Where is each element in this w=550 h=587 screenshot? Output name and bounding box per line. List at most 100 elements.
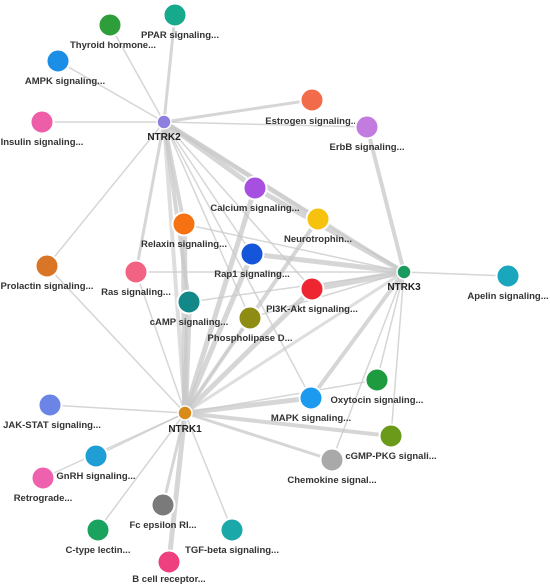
pathway-node-fcepsilon[interactable]: Fc epsilon RI... bbox=[129, 492, 197, 532]
pathway-node-cgmp[interactable]: cGMP-PKG signali... bbox=[345, 423, 437, 463]
pathway-label: Oxytocin signaling... bbox=[331, 395, 424, 406]
hub-label: NTRK1 bbox=[168, 424, 202, 435]
hub-node-ntrk2[interactable]: NTRK2 bbox=[147, 114, 181, 143]
hub-label: NTRK2 bbox=[147, 132, 181, 143]
edge-ntrk3-erbb bbox=[365, 126, 406, 273]
pathway-circle[interactable] bbox=[319, 447, 345, 473]
pathway-circle[interactable] bbox=[97, 12, 123, 38]
edge-ntrk3-apelin bbox=[403, 271, 509, 277]
pathway-node-ppar[interactable]: PPAR signaling... bbox=[141, 2, 219, 42]
pathway-circle[interactable] bbox=[354, 114, 380, 140]
edge-ntrk1-pi3k bbox=[183, 287, 314, 415]
pathway-node-chemokine[interactable]: Chemokine signal... bbox=[287, 447, 377, 487]
pathway-circle[interactable] bbox=[29, 109, 55, 135]
hub-circle[interactable] bbox=[156, 114, 172, 130]
edge-ntrk1-retrograde bbox=[42, 412, 186, 479]
edge-ntrk1-jakstat bbox=[49, 404, 186, 414]
pathway-node-neurotrophin[interactable]: Neurotrophin... bbox=[284, 206, 352, 246]
pathway-node-ras[interactable]: Ras signaling... bbox=[101, 259, 171, 299]
hub-node-ntrk3[interactable]: NTRK3 bbox=[387, 264, 421, 293]
pathway-label: Chemokine signal... bbox=[287, 475, 376, 486]
pathway-label: Phospholipase D... bbox=[208, 333, 293, 344]
pathway-circle[interactable] bbox=[34, 253, 60, 279]
edge-ntrk2-ntrk1 bbox=[162, 121, 187, 414]
edge-ntrk1-rap1 bbox=[182, 253, 255, 414]
edge-ntrk2-ras bbox=[134, 121, 166, 273]
pathway-label: PPAR signaling... bbox=[141, 30, 219, 41]
pathway-node-oxytocin[interactable]: Oxytocin signaling... bbox=[331, 367, 424, 407]
edge-ntrk1-tgfbeta bbox=[184, 412, 233, 531]
pathway-label: ErbB signaling... bbox=[330, 142, 405, 153]
pathway-circle[interactable] bbox=[45, 48, 71, 74]
pathway-node-pi3k[interactable]: PI3K-Akt signaling... bbox=[266, 276, 358, 316]
pathway-label: AMPK signaling... bbox=[25, 76, 105, 87]
pathway-label: Estrogen signaling... bbox=[265, 116, 358, 127]
pathway-node-mapk[interactable]: MAPK signaling... bbox=[271, 385, 351, 425]
pathway-label: B cell receptor... bbox=[132, 574, 205, 585]
edge-ntrk3-camp bbox=[188, 271, 405, 303]
pathway-circle[interactable] bbox=[239, 241, 265, 267]
hub-circle[interactable] bbox=[177, 405, 193, 421]
pathway-circle[interactable] bbox=[219, 517, 245, 543]
hub-circle[interactable] bbox=[396, 264, 412, 280]
pathway-label: Prolactin signaling... bbox=[1, 281, 94, 292]
pathway-circle[interactable] bbox=[150, 492, 176, 518]
pathway-circle[interactable] bbox=[162, 2, 188, 28]
pathway-circle[interactable] bbox=[176, 289, 202, 315]
pathway-circle[interactable] bbox=[85, 517, 111, 543]
pathway-label: Calcium signaling... bbox=[210, 203, 299, 214]
edge-ntrk2-estrogen bbox=[163, 98, 313, 124]
pathway-node-calcium[interactable]: Calcium signaling... bbox=[210, 175, 300, 215]
pathway-node-prolactin[interactable]: Prolactin signaling... bbox=[1, 253, 94, 293]
edge-ntrk2-mapk bbox=[163, 121, 312, 399]
pathway-node-jakstat[interactable]: JAK-STAT signaling... bbox=[3, 392, 101, 432]
pathway-node-ctype[interactable]: C-type lectin... bbox=[66, 517, 131, 557]
pathway-node-relaxin[interactable]: Relaxin signaling... bbox=[141, 211, 227, 251]
pathway-node-gnrh[interactable]: GnRH signaling... bbox=[56, 443, 136, 483]
pathway-node-retrograde[interactable]: Retrograde... bbox=[14, 465, 73, 505]
pathway-node-camp[interactable]: cAMP signaling... bbox=[150, 289, 228, 329]
pathway-circle[interactable] bbox=[305, 206, 331, 232]
pathway-label: Apelin signaling... bbox=[467, 291, 548, 302]
pathway-label: GnRH signaling... bbox=[56, 471, 135, 482]
pathway-circle[interactable] bbox=[364, 367, 390, 393]
pathway-node-rap1[interactable]: Rap1 signaling... bbox=[214, 241, 290, 281]
edge-ntrk3-relaxin bbox=[183, 223, 405, 273]
pathway-circle[interactable] bbox=[30, 465, 56, 491]
pathway-node-phospholipase[interactable]: Phospholipase D... bbox=[208, 305, 293, 345]
pathway-circle[interactable] bbox=[378, 423, 404, 449]
pathway-node-apelin[interactable]: Apelin signaling... bbox=[467, 263, 549, 303]
pathway-label: PI3K-Akt signaling... bbox=[266, 304, 358, 315]
edge-ntrk2-pi3k bbox=[163, 121, 313, 290]
pathway-circle[interactable] bbox=[123, 259, 149, 285]
pathway-node-tgfbeta[interactable]: TGF-beta signaling... bbox=[185, 517, 279, 557]
pathway-node-erbb[interactable]: ErbB signaling... bbox=[330, 114, 405, 154]
pathway-circle[interactable] bbox=[299, 87, 325, 113]
pathway-circle[interactable] bbox=[83, 443, 109, 469]
pathway-node-thyroid[interactable]: Thyroid hormone... bbox=[70, 12, 156, 52]
pathway-node-estrogen[interactable]: Estrogen signaling... bbox=[265, 87, 359, 128]
edge-ntrk1-prolactin bbox=[46, 265, 186, 414]
pathway-circle[interactable] bbox=[298, 385, 324, 411]
edge-ntrk2-ppar bbox=[162, 14, 177, 123]
pathway-circle[interactable] bbox=[299, 276, 325, 302]
edge-ntrk1-calcium bbox=[182, 187, 258, 414]
pathway-label: C-type lectin... bbox=[66, 545, 131, 556]
pathway-circle[interactable] bbox=[171, 211, 197, 237]
hub-node-ntrk1[interactable]: NTRK1 bbox=[168, 405, 202, 435]
pathway-circle[interactable] bbox=[37, 392, 63, 418]
pathway-label: Rap1 signaling... bbox=[214, 269, 290, 280]
pathway-circle[interactable] bbox=[156, 549, 182, 575]
pathway-node-bcell[interactable]: B cell receptor... bbox=[132, 549, 206, 586]
pathway-label: Ras signaling... bbox=[101, 287, 171, 298]
pathway-node-insulin[interactable]: Insulin signaling... bbox=[1, 109, 84, 149]
edge-ntrk1-ras bbox=[135, 271, 186, 414]
edge-ntrk1-ctype bbox=[97, 412, 186, 531]
edge-ntrk3-rap1 bbox=[251, 251, 405, 275]
pathway-circle[interactable] bbox=[237, 305, 263, 331]
pathway-circle[interactable] bbox=[242, 175, 268, 201]
edge-ntrk2-rap1 bbox=[163, 121, 253, 255]
pathway-circle[interactable] bbox=[495, 263, 521, 289]
pathway-node-ampk[interactable]: AMPK signaling... bbox=[25, 48, 105, 88]
